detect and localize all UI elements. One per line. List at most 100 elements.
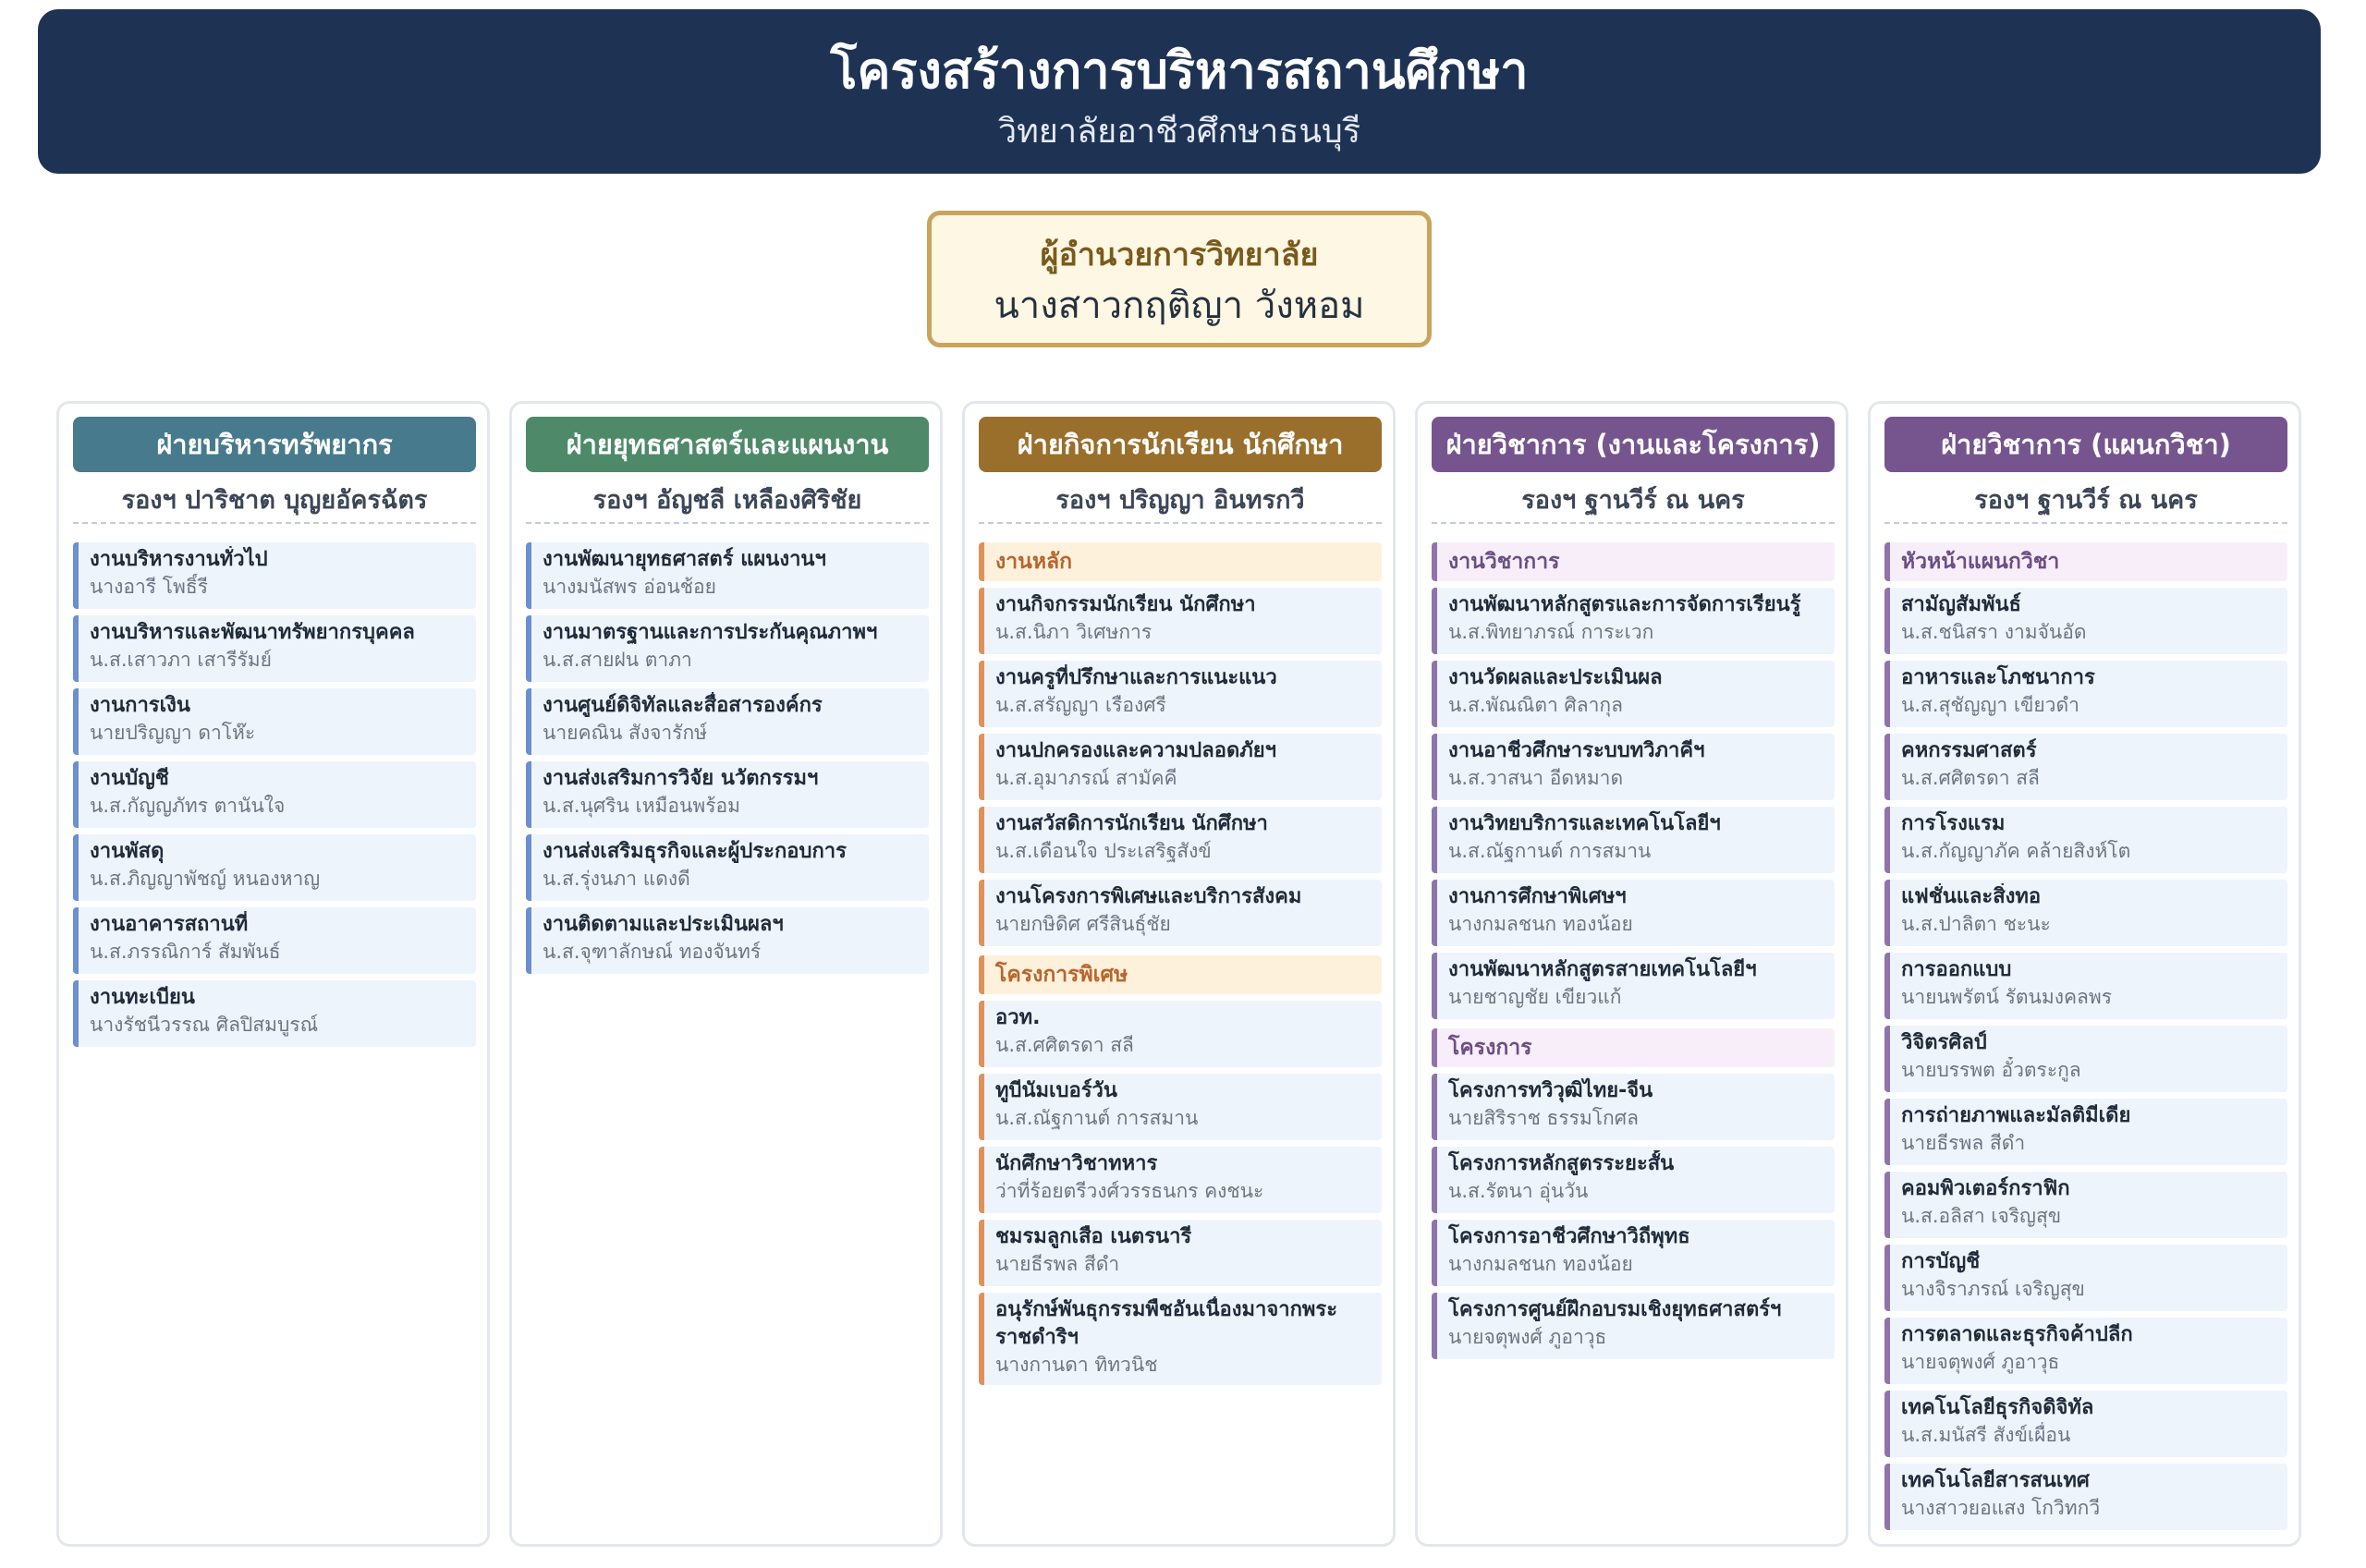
task-title: งานอาชีวศึกษาระบบทวิภาคีฯ [1448, 739, 1705, 762]
task-title: โครงการทวิวุฒิไทย-จีน [1448, 1079, 1653, 1102]
task-title: การตลาดและธุรกิจค้าปลีก [1901, 1323, 2133, 1346]
task-item: งานการศึกษาพิเศษฯนางกมลชนก ทองน้อย [1432, 880, 1835, 946]
task-item: เทคโนโลยีธุรกิจดิจิทัลน.ส.มนัสรี สังข์เผ… [1884, 1391, 2287, 1457]
task-title: งานมาตรฐานและการประกันคุณภาพฯ [543, 621, 878, 644]
task-person: น.ส.ชนิสรา งามจันอัด [1901, 621, 2087, 643]
task-title: งานกิจกรรมนักเรียน นักศึกษา [995, 593, 1256, 616]
task-person: น.ส.ณัฐกานต์ การสมาน [995, 1107, 1199, 1129]
task-person: น.ส.มนัสรี สังข์เผื่อน [1901, 1424, 2071, 1446]
task-item: งานบริหารงานทั่วไปนางอารี โพธิ์รี [73, 542, 476, 609]
task-title: งานศูนย์ดิจิทัลและสื่อสารองค์กร [543, 694, 823, 717]
task-item: ชมรมลูกเสือ เนตรนารีนายธีรพล สีดำ [979, 1220, 1382, 1286]
task-item: การตลาดและธุรกิจค้าปลีกนายจตุพงศ์ ภูอาวุ… [1884, 1318, 2287, 1384]
task-title: เทคโนโลยีธุรกิจดิจิทัล [1901, 1396, 2094, 1419]
director-box: ผู้อำนวยการวิทยาลัย นางสาวกฤติญา วังหอม [927, 211, 1432, 347]
task-title: โครงการหลักสูตรระยะสั้น [1448, 1152, 1675, 1175]
director-name: นางสาวกฤติญา วังหอม [994, 285, 1365, 327]
task-item: งานส่งเสริมธุรกิจและผู้ประกอบการน.ส.รุ่ง… [526, 834, 929, 901]
task-title: งานบริหารงานทั่วไป [90, 548, 268, 571]
task-title: งานครูที่ปรึกษาและการแนะแนว [995, 666, 1277, 689]
task-title: ชมรมลูกเสือ เนตรนารี [995, 1225, 1192, 1248]
task-person: นายธีรพล สีดำ [1901, 1132, 2026, 1154]
task-person: นายธีรพล สีดำ [995, 1253, 1120, 1275]
task-item: งานส่งเสริมการวิจัย นวัตกรรมฯน.ส.นุศริน … [526, 761, 929, 828]
task-item: งานอาชีวศึกษาระบบทวิภาคีฯน.ส.วาสนา อีดหม… [1432, 734, 1835, 800]
task-item: การบัญชีนางจิราภรณ์ เจริญสุข [1884, 1245, 2287, 1311]
division-column-academic-departments: ฝ่ายวิชาการ (แผนกวิชา) รองฯ ฐานวีร์ ณ นค… [1868, 401, 2301, 1547]
division-title: ฝ่ายกิจการนักเรียน นักศึกษา [979, 417, 1382, 472]
task-person: น.ส.เดือนใจ ประเสริฐสังข์ [995, 840, 1212, 862]
task-item: งานการเงินนายปริญญา ดาโห๊ะ [73, 688, 476, 755]
division-column-resources: ฝ่ายบริหารทรัพยากร รองฯ ปาริชาต บุญยอัคร… [56, 401, 490, 1547]
task-person: น.ส.ศศิตรดา สลี [995, 1034, 1134, 1056]
task-item: ทูบีนัมเบอร์วันน.ส.ณัฐกานต์ การสมาน [979, 1074, 1382, 1140]
task-person: น.ส.กัญญภัทร ตานันใจ [90, 795, 286, 817]
task-item: อวท. น.ส.ศศิตรดา สลี [979, 1001, 1382, 1067]
task-title: งานปกครองและความปลอดภัยฯ [995, 739, 1277, 762]
task-title: อาหารและโภชนาการ [1901, 666, 2095, 689]
task-title: การโรงแรม [1901, 812, 2006, 835]
task-item: อนุรักษ์พันธุกรรมพืชอันเนื่องมาจากพระราช… [979, 1293, 1382, 1385]
page-header: โครงสร้างการบริหารสถานศึกษา วิทยาลัยอาชี… [38, 9, 2321, 174]
task-title: งานส่งเสริมการวิจัย นวัตกรรมฯ [543, 767, 819, 790]
task-title: งานพัฒนาหลักสูตรและการจัดการเรียนรู้ [1448, 593, 1801, 616]
task-title: อวท. [995, 1006, 1041, 1029]
task-person: น.ส.อลิสา เจริญสุข [1901, 1205, 2062, 1227]
task-person: นางกมลชนก ทองน้อย [1448, 913, 1633, 935]
task-item: คอมพิวเตอร์กราฟิกน.ส.อลิสา เจริญสุข [1884, 1172, 2287, 1238]
task-item: งานอาคารสถานที่น.ส.ภรรณิการ์ สัมพันธ์ [73, 907, 476, 974]
task-person: น.ส.อุมาภรณ์ สามัคคี [995, 767, 1177, 789]
page-subtitle: วิทยาลัยอาชีวศึกษาธนบุรี [997, 113, 1361, 151]
task-item: เทคโนโลยีสารสนเทศนางสาวยอแสง โกวิทกวี [1884, 1464, 2287, 1530]
task-item: งานพัฒนาหลักสูตรและการจัดการเรียนรู้น.ส.… [1432, 588, 1835, 654]
division-column-academic-projects: ฝ่ายวิชาการ (งานและโครงการ) รองฯ ฐานวีร์… [1415, 401, 1848, 1547]
task-title: งานการเงิน [90, 694, 190, 717]
task-person: น.ส.นุศริน เหมือนพร้อม [543, 795, 740, 817]
task-person: นายคณิน สังจารักษ์ [543, 722, 708, 744]
task-title: งานอาคารสถานที่ [90, 913, 249, 936]
task-title: คหกรรมศาสตร์ [1901, 739, 2037, 762]
task-item: การโรงแรมน.ส.กัญญาภัค คล้ายสิงห์โต [1884, 807, 2287, 873]
task-item: นักศึกษาวิชาทหารว่าที่ร้อยตรีวงศ์วรรธนกร… [979, 1147, 1382, 1213]
task-item: งานมาตรฐานและการประกันคุณภาพฯน.ส.สายฝน ต… [526, 615, 929, 682]
task-person: น.ส.ปาลิตา ชะนะ [1901, 913, 2051, 935]
task-title: งานส่งเสริมธุรกิจและผู้ประกอบการ [543, 840, 847, 863]
task-title: งานบัญชี [90, 767, 169, 790]
task-person: น.ส.สุชัญญา เขียวดำ [1901, 694, 2079, 716]
task-person: นางจิราภรณ์ เจริญสุข [1901, 1278, 2085, 1300]
task-person: นายชาญชัย เขียวแก้ [1448, 986, 1622, 1008]
task-item: อาหารและโภชนาการน.ส.สุชัญญา เขียวดำ [1884, 661, 2287, 727]
task-item: งานสวัสดิการนักเรียน นักศึกษาน.ส.เดือนใจ… [979, 807, 1382, 873]
task-item: งานทะเบียนนางรัชนีวรรณ ศิลปิสมบูรณ์ [73, 980, 476, 1047]
task-person: น.ส.ภิญญาพัชญ์ หนองหาญ [90, 868, 321, 890]
task-person: น.ส.กัญญาภัค คล้ายสิงห์โต [1901, 840, 2131, 862]
task-person: น.ส.เสาวภา เสารีรัมย์ [90, 649, 272, 671]
task-title: งานบริหารและพัฒนาทรัพยากรบุคคล [90, 621, 415, 644]
task-item: การถ่ายภาพและมัลติมีเดียนายธีรพล สีดำ [1884, 1099, 2287, 1165]
task-title: การออกแบบ [1901, 958, 2012, 981]
task-item: การออกแบบนายนพรัตน์ รัตนมงคลพร [1884, 953, 2287, 1019]
division-column-student-affairs: ฝ่ายกิจการนักเรียน นักศึกษา รองฯ ปริญญา … [962, 401, 1396, 1547]
division-deputy: รองฯ ฐานวีร์ ณ นคร [1432, 478, 1835, 524]
task-person: นายจตุพงศ์ ภูอาวุธ [1448, 1326, 1607, 1348]
division-title: ฝ่ายวิชาการ (งานและโครงการ) [1432, 417, 1835, 472]
task-person: นางมนัสพร อ่อนช้อย [543, 576, 716, 598]
task-person: น.ส.สายฝน ตาภา [543, 649, 692, 671]
task-item: โครงการอาชีวศึกษาวิถีพุทธนางกมลชนก ทองน้… [1432, 1220, 1835, 1286]
task-person: น.ส.ณัฐกานต์ การสมาน [1448, 840, 1652, 862]
task-person: นางรัชนีวรรณ ศิลปิสมบูรณ์ [90, 1014, 319, 1036]
task-person: น.ส.วาสนา อีดหมาด [1448, 767, 1624, 789]
task-title: การถ่ายภาพและมัลติมีเดีย [1901, 1104, 2131, 1127]
task-item: คหกรรมศาสตร์น.ส.ศศิตรดา สลี [1884, 734, 2287, 800]
task-person: น.ส.พิทยาภรณ์ การะเวก [1448, 621, 1654, 643]
division-title: ฝ่ายยุทธศาสตร์และแผนงาน [526, 417, 929, 472]
task-item: แฟชั่นและสิ่งทอน.ส.ปาลิตา ชะนะ [1884, 880, 2287, 946]
task-person: นายสิริราช ธรรมโกศล [1448, 1107, 1639, 1129]
task-person: นายบรรพต อั๋วตระกูล [1901, 1059, 2081, 1081]
task-item: โครงการทวิวุฒิไทย-จีนนายสิริราช ธรรมโกศล [1432, 1074, 1835, 1140]
task-person: นายกษิดิศ ศรีสินธุ์ชัย [995, 913, 1171, 935]
task-item: งานศูนย์ดิจิทัลและสื่อสารองค์กรนายคณิน ส… [526, 688, 929, 755]
division-deputy: รองฯ ปาริชาต บุญยอัครฉัตร [73, 478, 476, 524]
task-title: แฟชั่นและสิ่งทอ [1901, 885, 2042, 908]
task-person: นายปริญญา ดาโห๊ะ [90, 722, 256, 744]
